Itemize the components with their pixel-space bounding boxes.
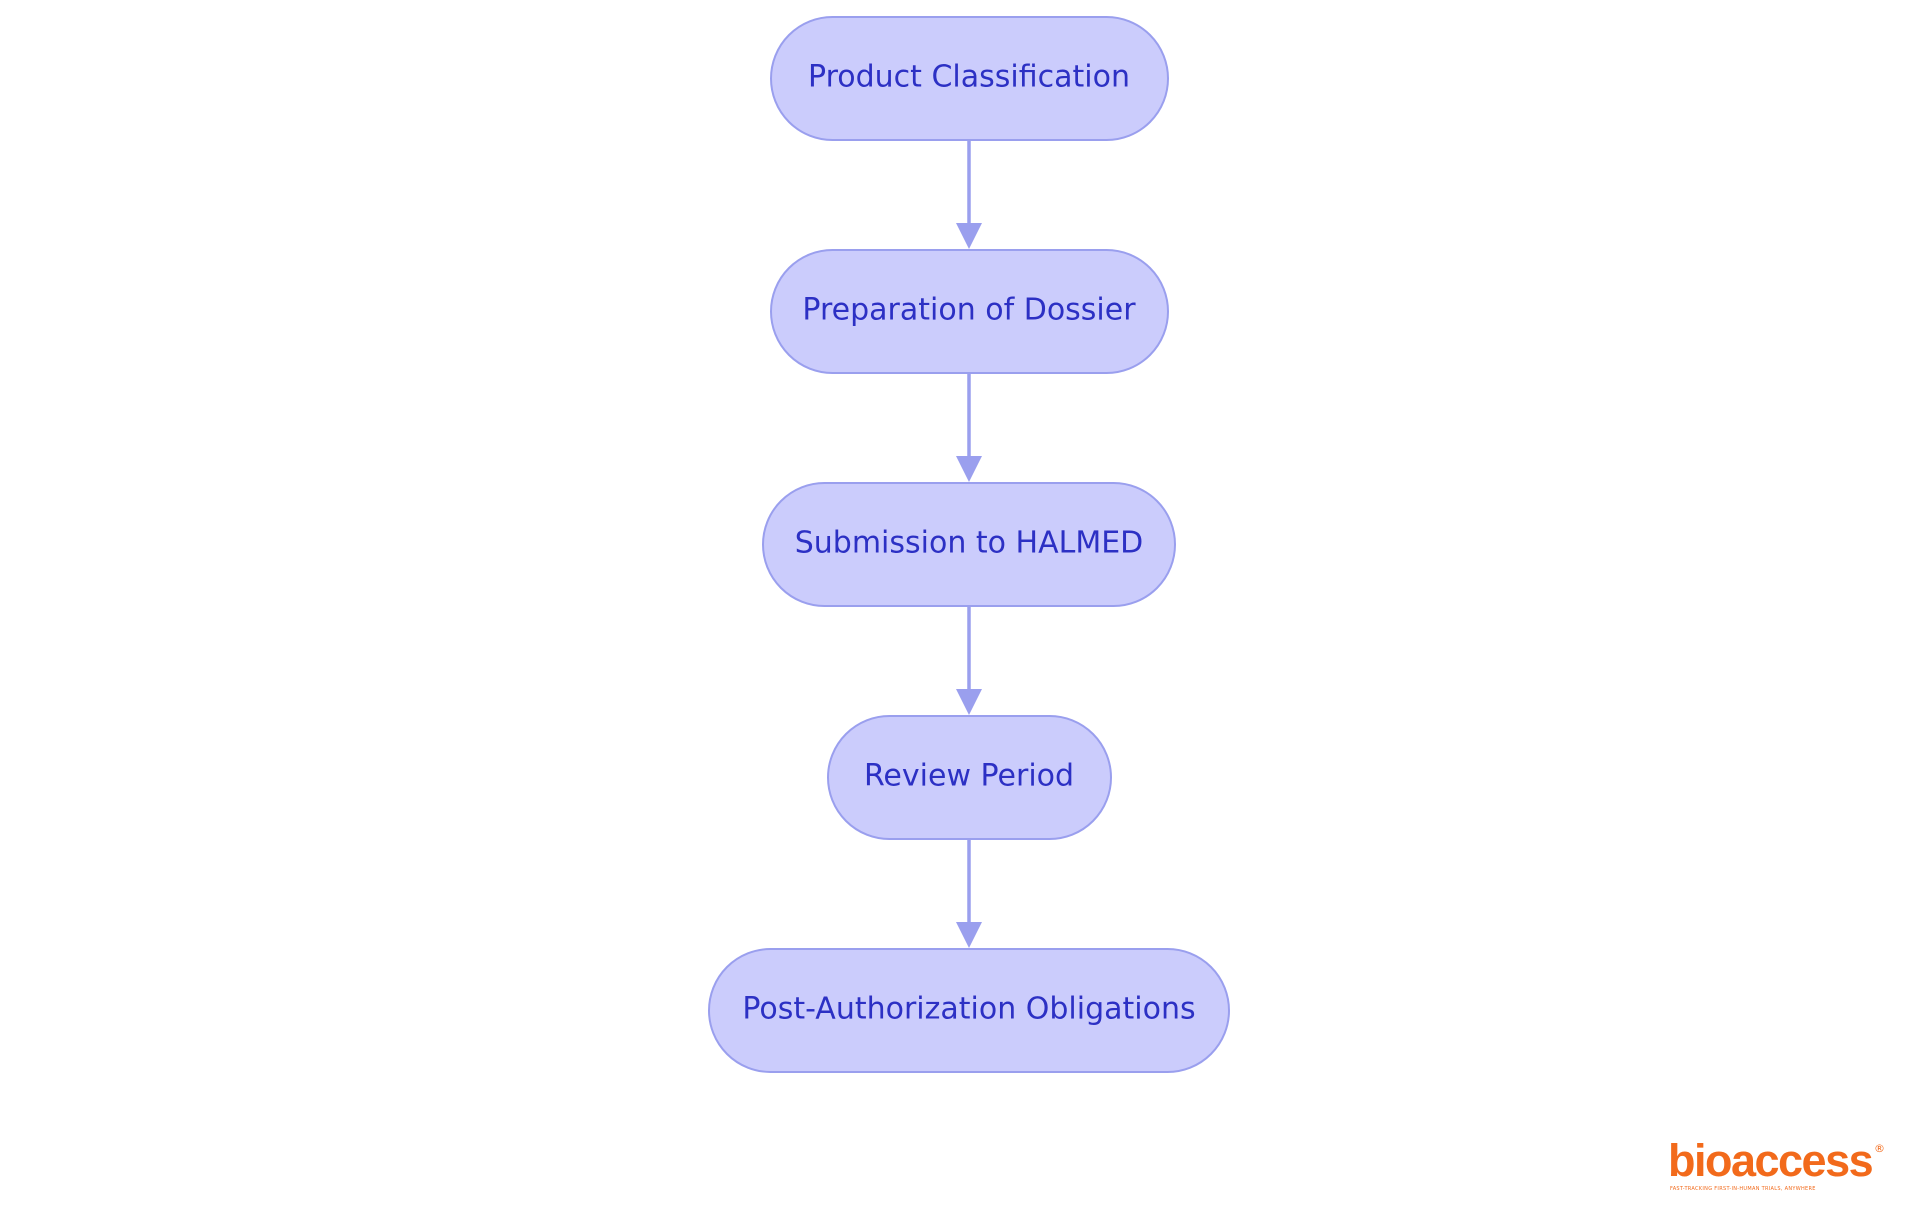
node-preparation-of-dossier: Preparation of Dossier [770,249,1169,374]
edge-submission-to-review [956,606,982,715]
node-submission-to-halmed: Submission to HALMED [762,482,1176,607]
logo-wordmark: bioaccess [1668,1135,1874,1186]
edge-dossier-to-submission [956,373,982,482]
edges [956,140,982,948]
edge-review-to-post-authorization [956,839,982,948]
bioaccess-logo: bioaccess ® FAST-TRACKING FIRST-IN-HUMAN… [1668,1138,1888,1194]
node-post-authorization-obligations: Post-Authorization Obligations [708,948,1230,1073]
node-label: Preparation of Dossier [802,293,1136,328]
node-label: Review Period [864,759,1074,794]
registered-trademark-icon: ® [1874,1142,1885,1155]
node-label: Product Classification [808,60,1130,95]
node-label: Post-Authorization Obligations [742,992,1195,1027]
node-review-period: Review Period [827,715,1112,840]
logo-tagline: FAST-TRACKING FIRST-IN-HUMAN TRIALS, ANY… [1670,1186,1816,1192]
node-label: Submission to HALMED [795,526,1144,561]
node-product-classification: Product Classification [770,16,1169,141]
edge-classification-to-dossier [956,140,982,249]
